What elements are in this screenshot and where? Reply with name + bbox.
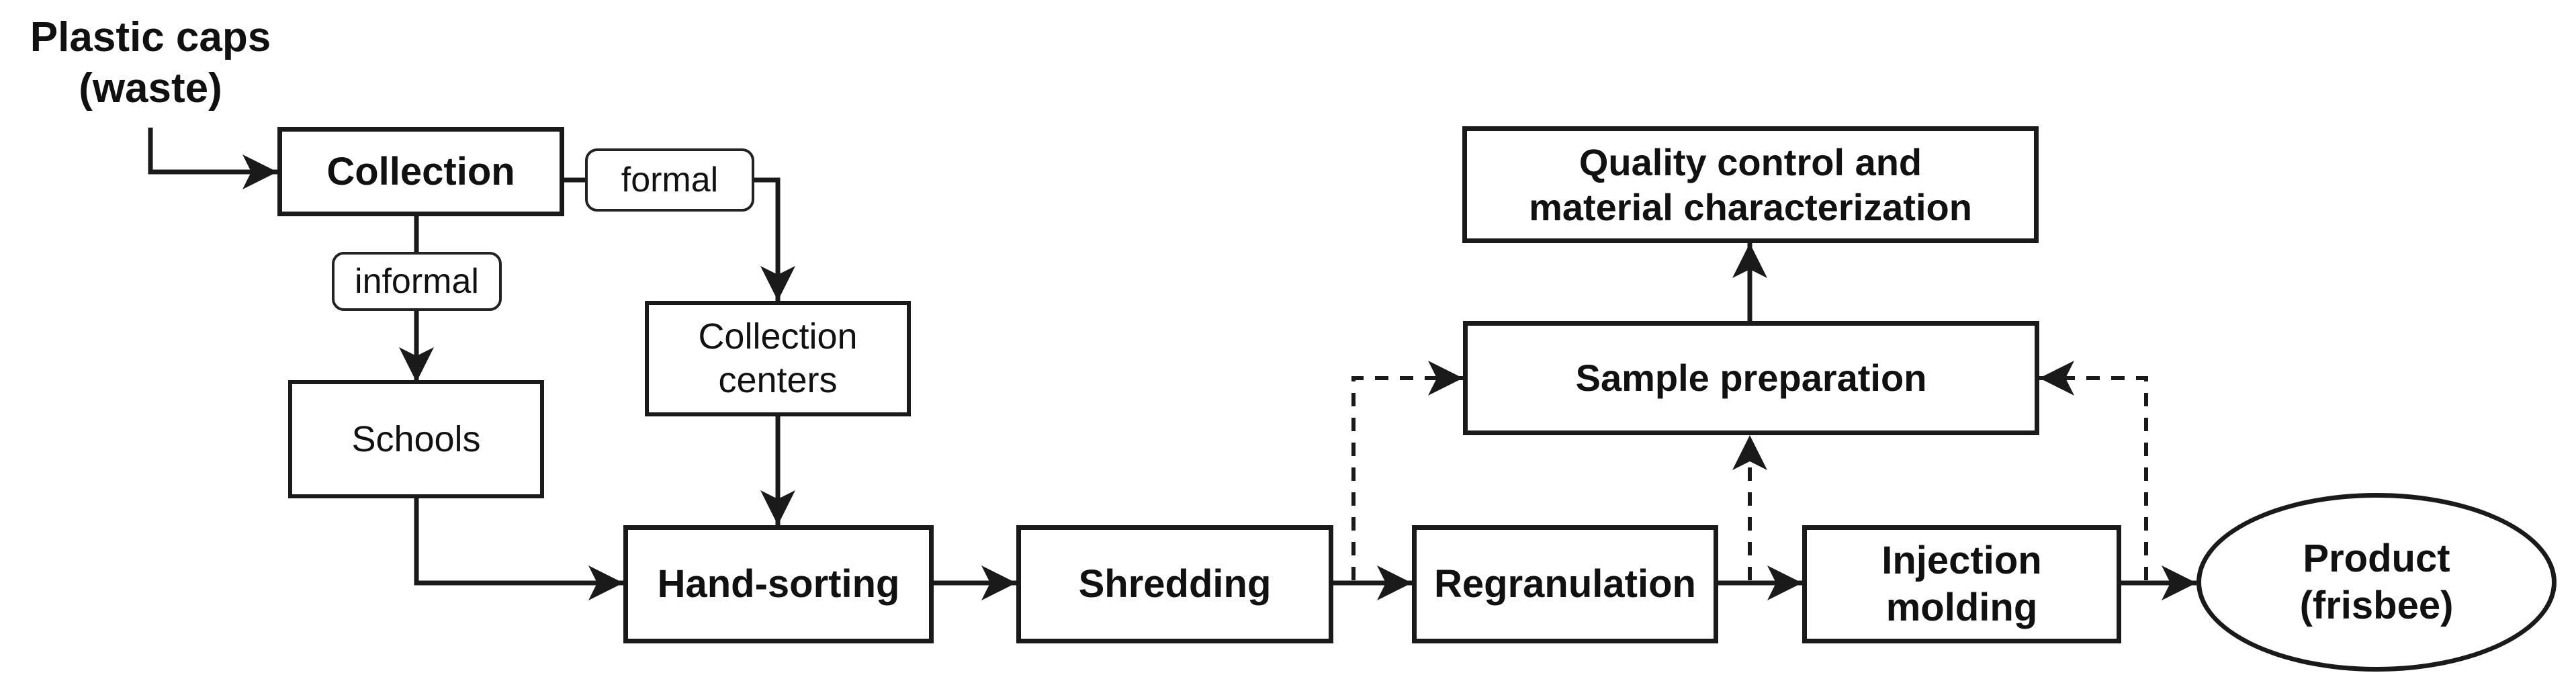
- node-collection-centers: Collection centers: [645, 301, 911, 416]
- node-schools: Schools: [288, 380, 544, 498]
- node-quality-control: Quality control and material characteriz…: [1462, 126, 2039, 243]
- node-regranulation: Regranulation: [1412, 525, 1718, 643]
- edge-label-formal: formal: [585, 148, 754, 212]
- edge-injection-feedback-to-sample-preparation: [2039, 361, 2148, 580]
- source-label-plastic-caps-waste: Plastic caps (waste): [30, 14, 271, 111]
- edge-shredding-feedback-to-sample-preparation: [1351, 361, 1463, 580]
- node-injection-molding: Injection molding: [1802, 525, 2121, 643]
- node-shredding: Shredding: [1016, 525, 1333, 643]
- node-collection: Collection: [277, 127, 564, 216]
- edge-schools-to-hand-sorting: [414, 498, 623, 600]
- node-hand-sorting: Hand-sorting: [623, 525, 934, 643]
- edge-label-informal: informal: [332, 252, 502, 311]
- node-product-frisbee: Product (frisbee): [2196, 493, 2557, 672]
- node-sample-preparation: Sample preparation: [1463, 321, 2039, 435]
- edge-source-to-collection: [148, 128, 277, 189]
